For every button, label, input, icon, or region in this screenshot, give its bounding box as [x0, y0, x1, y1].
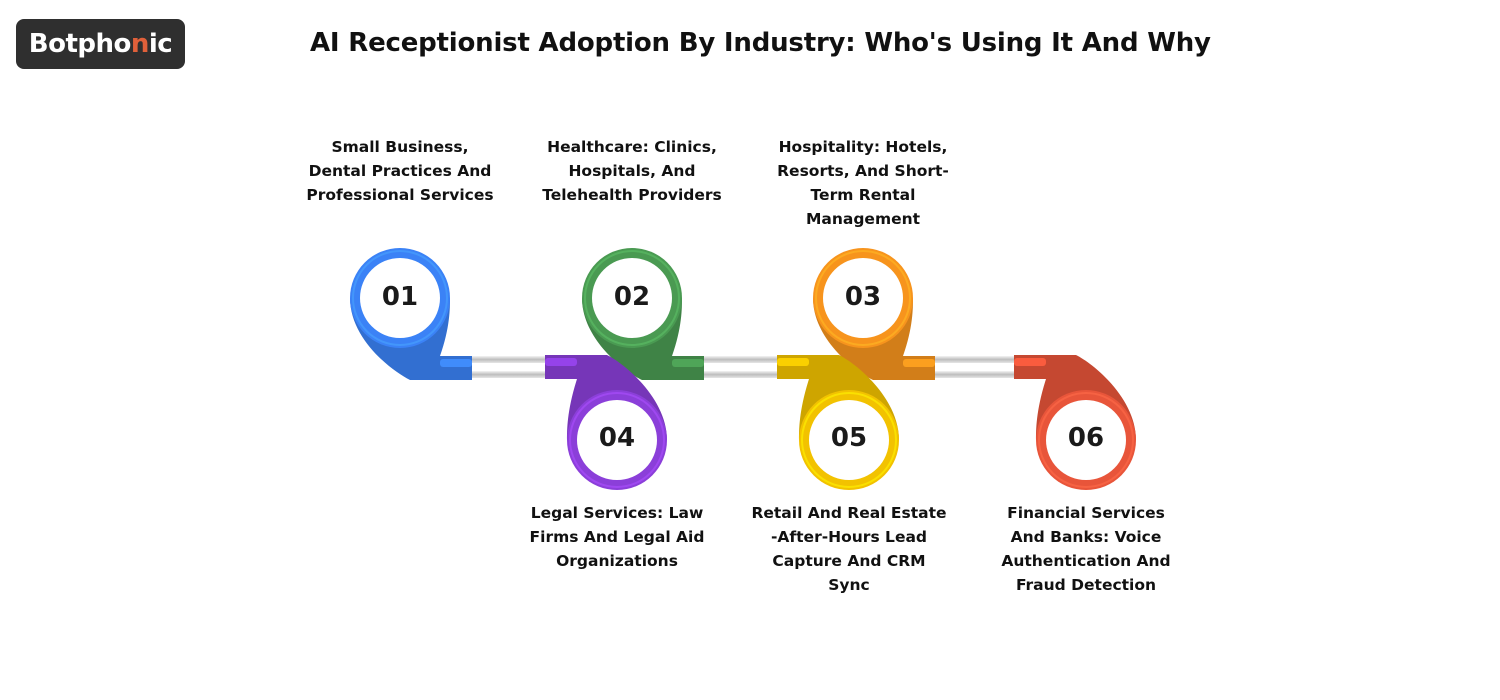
step-04-marker [545, 355, 667, 490]
step-01-marker-ring-glow [352, 250, 448, 346]
step-04-marker-face [577, 400, 657, 480]
step-04-marker-ring-glow [569, 392, 665, 488]
logo-text-prefix: Botpho [28, 29, 132, 59]
step-03-number: 03 [844, 282, 882, 312]
step-01-number: 01 [381, 282, 419, 312]
step-04-label: Legal Services: Law Firms And Legal Aid … [529, 504, 705, 570]
logo-text-accent: n [130, 29, 150, 59]
timeline-rail-lower [440, 371, 1080, 378]
step-01-label: Small Business, Dental Practices And Pro… [306, 138, 494, 204]
step-03-connector-highlight [903, 359, 935, 367]
step-02-number: 02 [613, 282, 651, 312]
step-05-marker-ring-glow [801, 392, 897, 488]
step-06-marker-face [1046, 400, 1126, 480]
step-02-label: Healthcare: Clinics, Hospitals, And Tele… [542, 138, 722, 204]
page-title: AI Receptionist Adoption By Industry: Wh… [310, 28, 1211, 58]
step-02-marker-face [592, 258, 672, 338]
step-01-marker [350, 248, 472, 380]
step-05-marker [777, 355, 899, 490]
step-02-marker-ring-glow [584, 250, 680, 346]
step-05-marker-face [809, 400, 889, 480]
step-04-connector-highlight [545, 358, 577, 366]
step-02-marker [582, 248, 704, 380]
step-05-label: Retail And Real Estate -After-Hours Lead… [751, 504, 947, 594]
step-06-marker-ring-glow [1038, 392, 1134, 488]
timeline-rail-upper [440, 356, 1080, 363]
step-01-connector-highlight [440, 359, 472, 367]
step-06-number: 06 [1067, 423, 1105, 453]
step-01-marker-face [360, 258, 440, 338]
step-06-label: Financial Services And Banks: Voice Auth… [1001, 504, 1171, 594]
step-05-number: 05 [830, 423, 868, 453]
step-02-connector-highlight [672, 359, 704, 367]
step-06-marker [1014, 355, 1136, 490]
step-06-connector-highlight [1014, 358, 1046, 366]
step-03-marker [813, 248, 935, 380]
logo-text-suffix: ic [148, 29, 173, 59]
step-03-marker-ring-glow [815, 250, 911, 346]
step-04-number: 04 [598, 423, 636, 453]
step-03-marker-face [823, 258, 903, 338]
step-05-connector-highlight [777, 358, 809, 366]
step-03-label: Hospitality: Hotels, Resorts, And Short-… [777, 138, 949, 228]
